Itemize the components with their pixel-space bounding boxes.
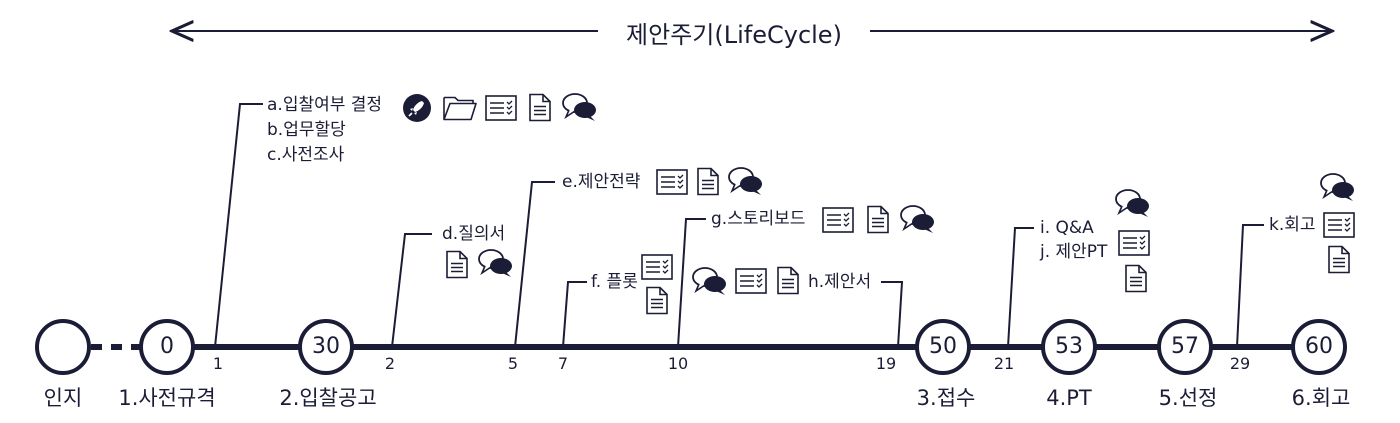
rocket-icon xyxy=(402,93,432,123)
checklist-icon xyxy=(656,169,688,195)
chat-icon xyxy=(692,267,727,296)
day-label: 19 xyxy=(875,354,897,373)
day-label: 29 xyxy=(1229,354,1251,373)
milestone-circle-pre-spec xyxy=(139,319,195,375)
milestone-circle-submission xyxy=(915,319,971,375)
checklist-icon xyxy=(641,254,673,280)
chat-icon xyxy=(562,93,597,122)
milestone-number: 0 xyxy=(160,334,174,359)
milestone-name: 3.접수 xyxy=(916,386,976,410)
day-label: 21 xyxy=(993,354,1015,373)
day-label: 7 xyxy=(557,354,569,373)
document-icon xyxy=(529,93,551,122)
document-icon xyxy=(446,250,468,279)
milestone-name: 6.회고 xyxy=(1291,386,1351,410)
chat-icon xyxy=(900,205,935,234)
task-d-label: d.질의서 xyxy=(442,224,506,244)
day-label: 5 xyxy=(507,354,519,373)
task-k-label: k.회고 xyxy=(1269,215,1316,235)
milestone-number: 60 xyxy=(1305,334,1333,359)
day-label: 1 xyxy=(212,354,224,373)
milestone-number: 50 xyxy=(929,334,957,359)
checklist-icon xyxy=(735,268,767,294)
milestone-circle-pt xyxy=(1041,319,1097,375)
milestone-circle-selection xyxy=(1157,319,1213,375)
milestone-circle-recognition xyxy=(35,319,91,375)
document-icon xyxy=(867,205,889,234)
task-g-label: g.스토리보드 xyxy=(711,209,806,229)
milestone-circle-bid-notice xyxy=(298,319,354,375)
chat-icon xyxy=(728,167,763,196)
task-a-label: a.입찰여부 결정 xyxy=(267,95,383,115)
task-h-label: h.제안서 xyxy=(808,272,872,292)
document-icon xyxy=(1328,245,1350,274)
task-f-label: f. 플롯 xyxy=(591,272,638,292)
milestone-number: 57 xyxy=(1171,334,1199,359)
milestone-name: 2.입찰공고 xyxy=(279,386,377,410)
folder-icon xyxy=(443,96,477,121)
document-icon xyxy=(1125,264,1147,293)
document-icon xyxy=(646,286,668,315)
task-i-label: i. Q&A xyxy=(1040,218,1094,238)
checklist-icon xyxy=(1323,212,1355,238)
milestone-name: 1.사전규격 xyxy=(118,386,216,410)
task-e-label: e.제안전략 xyxy=(562,172,641,192)
diagram-title: 제안주기(LifeCycle) xyxy=(626,21,842,49)
milestone-name: 5.선정 xyxy=(1158,386,1218,410)
day-label: 2 xyxy=(384,354,396,373)
task-c-label: c.사전조사 xyxy=(267,145,345,165)
milestone-number: 30 xyxy=(312,334,340,359)
checklist-icon xyxy=(822,207,854,233)
milestone-circle-retro xyxy=(1291,319,1347,375)
milestone-name: 4.PT xyxy=(1046,386,1092,410)
callout-leaders xyxy=(214,103,1264,348)
chat-icon xyxy=(1115,189,1150,218)
milestone-number: 53 xyxy=(1055,334,1083,359)
document-icon xyxy=(697,167,719,196)
task-j-label: j. 제안PT xyxy=(1040,242,1108,262)
task-b-label: b.업무할당 xyxy=(267,120,346,140)
document-icon xyxy=(777,266,799,295)
milestone-name: 인지 xyxy=(43,386,83,410)
chat-icon xyxy=(1320,173,1355,202)
checklist-icon xyxy=(485,95,517,121)
day-label: 10 xyxy=(667,354,689,373)
checklist-icon xyxy=(1118,230,1150,256)
chat-icon xyxy=(478,249,513,278)
